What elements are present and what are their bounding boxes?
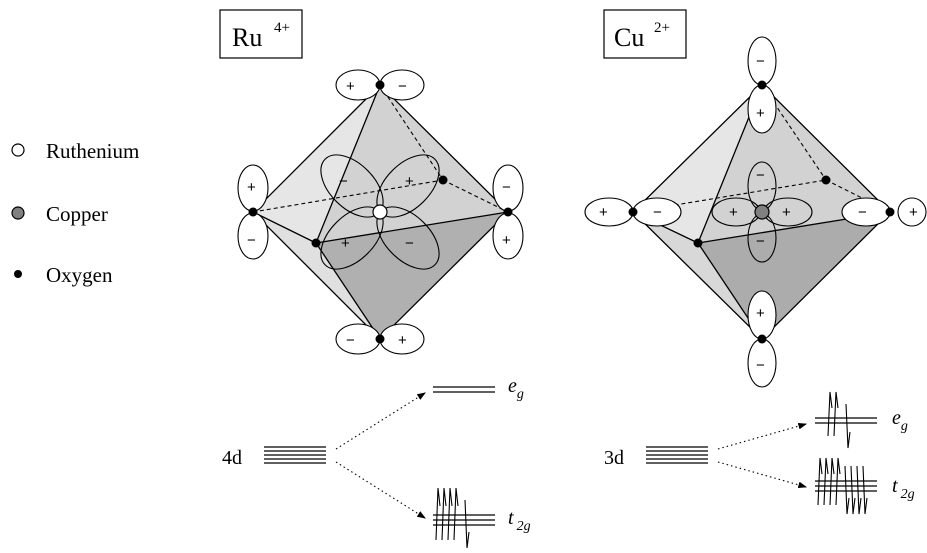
ruthenium-atom [372,204,388,220]
ru-level-label: 4d [222,447,242,469]
oxygen-atom [248,207,258,217]
svg-text:eg: eg [508,375,524,402]
legend: Ruthenium Copper Oxygen [11,139,139,287]
ru-left-sign-plus: + [247,179,256,196]
ru-title-box: Ru 4+ [219,9,303,59]
cu-eg-electrons [827,391,851,449]
ru-d-sign-plus: + [405,173,414,190]
cu-eg-subscript: g [901,419,908,434]
svg-text:eg: eg [892,407,908,434]
ru-t2g-arrow [335,461,426,519]
oxygen-atom [885,207,895,217]
ru-top-sign-minus: − [398,78,407,95]
cu-top-sign-plus: + [756,105,765,122]
ru-t2g-label: t [508,507,514,529]
oxygen-atom [375,80,385,90]
ru-eg-arrow [335,392,426,450]
cu-bottom-sign-plus: + [756,305,765,322]
oxygen-atom [503,207,513,217]
ru-symbol: Ru [232,23,262,52]
cu-eg-arrow [717,422,808,450]
ru-d-sign-minus: − [405,235,414,252]
ru-octahedron [252,84,509,340]
svg-text:Cu: Cu [614,23,644,52]
copper-legend-label: Copper [46,202,108,226]
oxygen-atom [821,175,831,185]
oxygen-legend-label: Oxygen [46,263,113,287]
ru-bottom-sign-plus: + [398,332,407,349]
ru-atoms [248,80,513,344]
cu-d-sign-plus: + [782,204,791,221]
ru-d-sign-minus: − [339,173,348,190]
ru-eg-subscript: g [517,387,524,402]
cu-left-sign-minus: − [653,204,662,221]
svg-text:t2g: t2g [892,475,915,502]
ru-eg-label: e [508,375,517,397]
cu-atoms [628,80,895,344]
oxygen-atom [757,80,767,90]
cu-eg-label: e [892,407,901,429]
ru-t2g-electrons [435,487,470,549]
copper-legend-marker [11,206,25,220]
ru-bottom-sign-minus: − [346,332,355,349]
ruthenium-legend-marker [11,143,25,157]
cu-right-sign-plus: + [909,204,918,221]
cu-t2g-subscript: 2g [901,487,915,502]
cu-d-sign-plus: + [729,204,738,221]
ru-eg-levels [433,386,495,393]
ruthenium-legend-label: Ruthenium [46,139,139,163]
cu-symbol: Cu [614,23,644,52]
cu-bottom-sign-minus: − [756,357,765,374]
ru-right-sign-minus: − [502,179,511,196]
cu-d-sign-minus: − [756,167,765,184]
ru-right-sign-plus: + [502,232,511,249]
cu-octahedron [632,84,891,340]
cu-t2g-label: t [892,475,898,497]
svg-text:t2g: t2g [508,507,531,534]
cu-d-sign-minus: − [756,233,765,250]
copper-atom [754,204,770,220]
cu-t2g-arrow [717,461,808,489]
oxygen-atom [311,238,321,248]
oxygen-atom [438,175,448,185]
oxygen-atom [693,238,703,248]
ru-top-sign-plus: + [346,78,355,95]
svg-text:Ru: Ru [232,23,262,52]
oxygen-atom [757,334,767,344]
oxygen-legend-marker [14,270,22,278]
ru-charge: 4+ [274,20,290,36]
ru-d-sign-plus: + [341,235,350,252]
cu-energy-diagram: 3d eg [604,391,915,515]
cu-eg-levels [815,417,877,424]
ru-left-sign-minus: − [247,232,256,249]
ru-t2g-subscript: 2g [517,519,531,534]
cu-top-sign-minus: − [756,53,765,70]
cu-left-sign-plus: + [599,204,608,221]
cu-degenerate-levels [646,446,708,464]
cu-level-label: 3d [604,447,624,469]
oxygen-atom [375,334,385,344]
cu-charge: 2+ [654,20,670,36]
cu-p-orbitals: − + + − + − − + [584,36,927,388]
cu-right-sign-minus: − [858,204,867,221]
cu-title-box: Cu 2+ [603,9,687,59]
cu-t2g-electrons [817,457,868,515]
ru-degenerate-levels [264,446,326,464]
oxygen-atom [628,207,638,217]
